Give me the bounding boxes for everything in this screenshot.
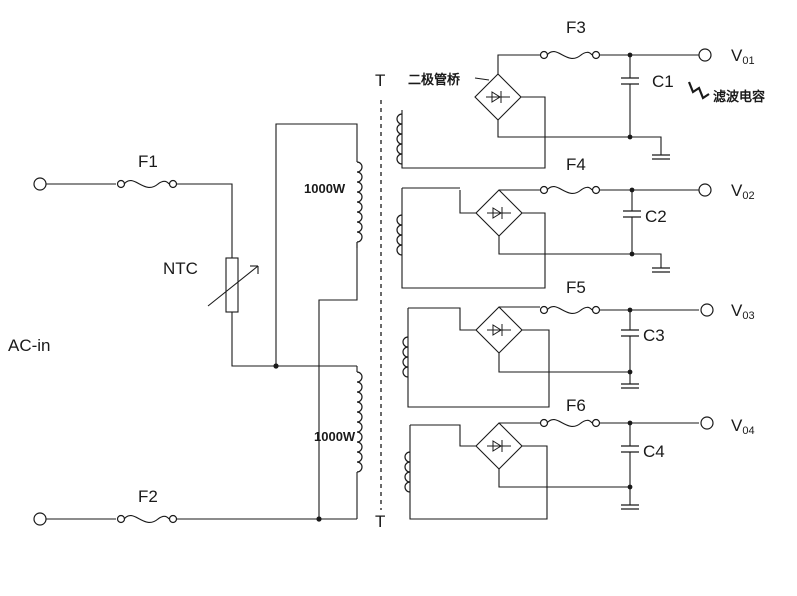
stage1-return bbox=[497, 119, 630, 138]
junction-node-midtap bbox=[273, 363, 279, 369]
fuse-f1 bbox=[116, 179, 178, 189]
fuse-f2-label: F2 bbox=[138, 487, 158, 506]
secondary-stage-2 bbox=[396, 183, 712, 289]
output-terminal-v02[interactable] bbox=[698, 183, 712, 197]
primary-circuit bbox=[33, 123, 363, 526]
junction-node-bottom bbox=[316, 516, 322, 522]
fuse-f6-label: F6 bbox=[566, 396, 586, 415]
output-terminal-v04[interactable] bbox=[700, 416, 714, 430]
ac-in-label: AC-in bbox=[8, 336, 51, 355]
capacitor-c3-label: C3 bbox=[643, 326, 665, 345]
stage4-secondary-winding bbox=[404, 451, 411, 493]
stage4-left-lead bbox=[410, 424, 476, 447]
wire-upper-loop bbox=[275, 123, 358, 366]
output-v01-label: V01 bbox=[731, 46, 755, 67]
secondary-stage-4 bbox=[404, 416, 714, 520]
stage1-diode-symbol bbox=[486, 91, 510, 103]
stage1-wire-to-fuse bbox=[497, 54, 540, 74]
ac-input-terminal-top[interactable] bbox=[33, 177, 47, 191]
upper-winding-label: 1000W bbox=[304, 181, 346, 196]
fuse-f2 bbox=[116, 514, 178, 524]
fuse-f5-label: F5 bbox=[566, 278, 586, 297]
stage4-return bbox=[498, 469, 630, 488]
stage3-ground-icon bbox=[621, 383, 639, 389]
secondary-stage-3 bbox=[402, 303, 714, 408]
capacitor-c1-label: C1 bbox=[652, 72, 674, 91]
capacitor-c2-label: C2 bbox=[645, 207, 667, 226]
wire-f1-to-ntc bbox=[177, 183, 233, 258]
stage1-secondary-winding bbox=[396, 113, 403, 165]
output-v02-label: V02 bbox=[731, 181, 755, 202]
fuse-f5 bbox=[539, 305, 601, 315]
ac-input-terminal-bottom[interactable] bbox=[33, 512, 47, 526]
output-v03-label: V03 bbox=[731, 301, 755, 322]
stage3-diode-symbol bbox=[487, 324, 511, 336]
output-terminal-v03[interactable] bbox=[700, 303, 714, 317]
stage2-diode-symbol bbox=[487, 207, 511, 219]
stage2-secondary-winding bbox=[396, 214, 403, 256]
stage4-diode-symbol bbox=[487, 440, 511, 452]
fuse-f4-label: F4 bbox=[566, 155, 586, 174]
secondary-stage-1 bbox=[396, 48, 712, 169]
stage3-ground-node bbox=[627, 369, 633, 375]
output-v04-label: V04 bbox=[731, 416, 755, 437]
stage2-ground-icon bbox=[652, 267, 670, 273]
lower-winding-label: 1000W bbox=[314, 429, 356, 444]
bridge-annotation-pointer bbox=[474, 77, 490, 81]
transformer-bottom-label: T bbox=[375, 512, 385, 531]
stage2-ground-wire bbox=[632, 253, 662, 268]
fuse-f3-label: F3 bbox=[566, 18, 586, 37]
stage3-return bbox=[498, 353, 630, 373]
primary-winding-lower bbox=[356, 371, 363, 473]
primary-winding-upper bbox=[356, 161, 363, 248]
stage4-winding-loop bbox=[409, 425, 548, 520]
ntc-label: NTC bbox=[163, 259, 198, 278]
stage2-left-lead bbox=[459, 190, 476, 214]
output-terminal-v01[interactable] bbox=[698, 48, 712, 62]
filter-capacitor-label: 滤波电容 bbox=[713, 89, 765, 105]
diode-bridge-label: 二极管桥 bbox=[408, 72, 461, 88]
fuse-f6 bbox=[539, 418, 601, 428]
wire-upper-winding-return bbox=[318, 248, 358, 519]
stage4-ground-icon bbox=[621, 504, 639, 510]
fuse-f1-label: F1 bbox=[138, 152, 158, 171]
ntc-thermistor bbox=[207, 257, 259, 313]
stage2-winding-loop bbox=[401, 188, 546, 289]
wire-ntc-to-midtap bbox=[231, 312, 357, 367]
stage3-secondary-winding bbox=[402, 336, 409, 378]
stage1-ground-wire bbox=[630, 136, 662, 155]
stage3-winding-loop bbox=[407, 308, 550, 408]
transformer-label: T bbox=[375, 71, 385, 90]
stage3-left-lead bbox=[408, 307, 476, 331]
fuse-f3 bbox=[539, 50, 601, 60]
stage1-ground-icon bbox=[652, 154, 670, 160]
fuse-f4 bbox=[539, 185, 601, 195]
cap-annotation-zigzag bbox=[687, 81, 710, 100]
capacitor-c4-label: C4 bbox=[643, 442, 665, 461]
stage2-return bbox=[498, 236, 632, 255]
stage4-ground-node bbox=[627, 484, 633, 490]
stage1-winding-loop bbox=[401, 96, 546, 169]
